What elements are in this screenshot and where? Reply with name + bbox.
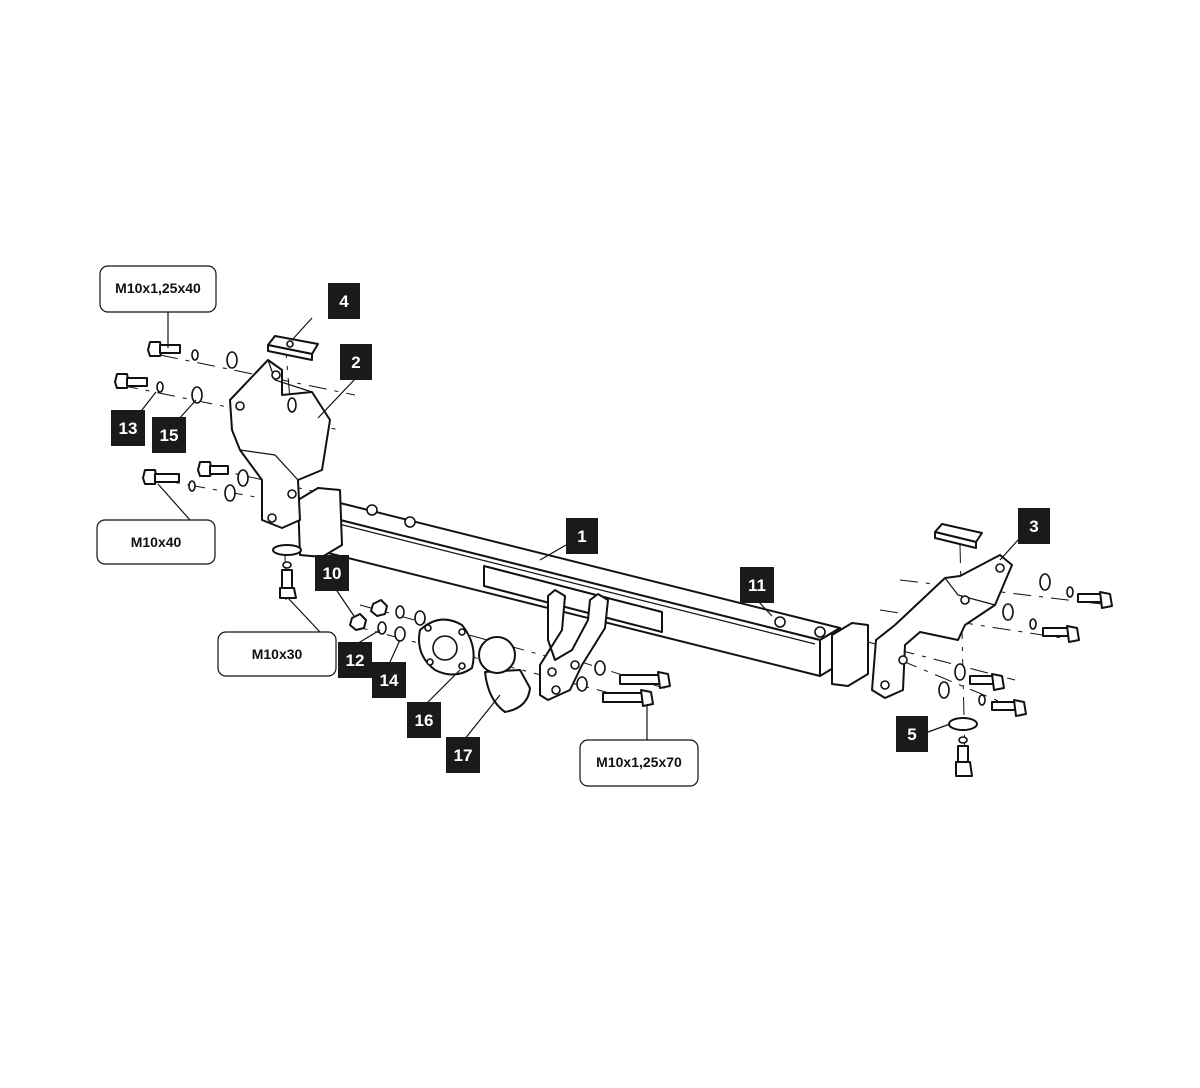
bolt-left-vertical xyxy=(272,544,302,599)
part-label-15: 15 xyxy=(152,417,186,453)
bolt-left-low xyxy=(142,469,236,502)
part-label-5-text: 5 xyxy=(907,725,916,744)
left-plate xyxy=(267,335,319,361)
part-label-16-text: 16 xyxy=(415,711,434,730)
right-plate xyxy=(934,523,983,549)
left-bracket xyxy=(229,359,331,529)
callout-m10x30: M10x30 xyxy=(217,631,337,677)
part-label-3-text: 3 xyxy=(1029,517,1038,536)
part-label-5: 5 xyxy=(896,716,928,752)
neck-holder xyxy=(539,589,609,701)
callout-m10x30-text: M10x30 xyxy=(252,646,303,662)
part-label-10: 10 xyxy=(315,555,349,591)
part-label-15-text: 15 xyxy=(160,426,179,445)
part-label-2-text: 2 xyxy=(351,353,360,372)
part-label-14-text: 14 xyxy=(380,671,399,690)
part-label-11: 11 xyxy=(740,567,774,603)
part-label-12: 12 xyxy=(338,642,372,678)
callout-m10x125x40-text: M10x1,25x40 xyxy=(115,280,201,296)
part-label-13-text: 13 xyxy=(119,419,138,438)
bolt-left-mid xyxy=(114,373,203,404)
callout-m10x40: M10x40 xyxy=(96,519,216,565)
right-vertical-bolt xyxy=(948,717,978,777)
part-label-2: 2 xyxy=(340,344,372,380)
part-label-14: 14 xyxy=(372,662,406,698)
neck-bolts xyxy=(576,660,671,707)
part-label-16: 16 xyxy=(407,702,441,738)
part-label-10-text: 10 xyxy=(323,564,342,583)
part-label-4: 4 xyxy=(328,283,360,319)
part-label-3: 3 xyxy=(1018,508,1050,544)
right-bolts xyxy=(938,573,1113,717)
callout-m10x40-text: M10x40 xyxy=(131,534,182,550)
part-label-11-text: 11 xyxy=(748,576,766,595)
tow-ball xyxy=(418,618,531,713)
callout-m10x125x70-text: M10x1,25x70 xyxy=(596,754,682,770)
part-label-17: 17 xyxy=(446,737,480,773)
part-label-1-text: 1 xyxy=(577,527,586,546)
bolt-left-top xyxy=(147,341,238,369)
part-label-4-text: 4 xyxy=(339,292,349,311)
crossbar xyxy=(297,487,869,687)
callout-m10x125x70: M10x1,25x70 xyxy=(579,739,699,787)
callout-m10x125x40: M10x1,25x40 xyxy=(99,265,217,313)
bolt-left-low2 xyxy=(197,461,249,487)
part-label-1: 1 xyxy=(566,518,598,554)
part-label-12-text: 12 xyxy=(346,651,365,670)
part-label-13: 13 xyxy=(111,410,145,446)
right-bracket xyxy=(871,554,1013,699)
part-label-17-text: 17 xyxy=(454,746,473,765)
